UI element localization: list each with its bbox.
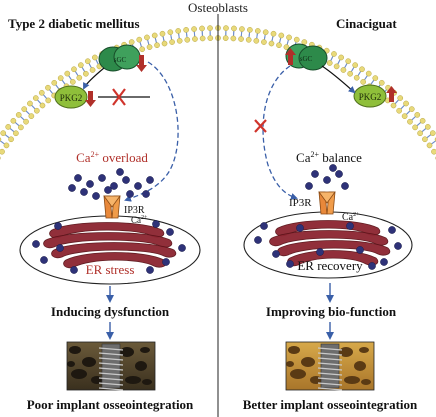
right-pkg2-up-arrow (386, 86, 397, 102)
left-ca-small: Ca2+ (131, 215, 148, 225)
calcium-ion (296, 224, 304, 232)
calcium-ion (56, 244, 64, 252)
calcium-ion (54, 222, 62, 230)
left-outcome: Inducing dysfunction (51, 304, 170, 319)
calcium-ion (305, 182, 313, 190)
calcium-ion (380, 258, 388, 266)
calcium-ion (146, 176, 154, 184)
calcium-ion (260, 222, 268, 230)
left-er-label: ER stress (86, 262, 135, 277)
calcium-ion (92, 192, 100, 200)
right-ip3r-channel (318, 191, 336, 215)
right-ip3r-label: IP3R (289, 197, 312, 209)
right-panel: Cinaciguat sGC PKG2 Ca2+ balance (243, 16, 418, 412)
calcium-ion (116, 168, 124, 176)
right-ca-status: Ca2+ balance (296, 150, 362, 165)
calcium-ion (311, 170, 319, 178)
left-sgc-to-pkg-arrow (83, 67, 105, 90)
calcium-ion (68, 184, 76, 192)
calcium-ion (394, 242, 402, 250)
calcium-ion (178, 244, 186, 252)
er-fold (63, 252, 167, 269)
right-implant-caption: Better implant osseointegration (243, 397, 418, 412)
calcium-ion (146, 266, 154, 274)
right-heading: Cinaciguat (336, 16, 397, 31)
calcium-ion (134, 182, 142, 190)
calcium-ion (86, 180, 94, 188)
calcium-ion (323, 176, 331, 184)
calcium-ion (368, 262, 376, 270)
calcium-ion (152, 220, 160, 228)
calcium-ion (40, 256, 48, 264)
calcium-ion (329, 164, 337, 172)
calcium-ion (104, 186, 112, 194)
left-sgc-label: sGC (114, 56, 127, 64)
left-ca-status: Ca2+ overload (76, 150, 148, 165)
left-sgc-down-arrow (136, 55, 147, 72)
er-fold (51, 242, 177, 259)
calcium-ion (126, 190, 134, 198)
calcium-ion (122, 176, 130, 184)
left-sgc-receptor: sGC (98, 44, 141, 72)
left-er-folds (43, 222, 177, 269)
right-calcium-ions (254, 164, 402, 270)
left-implant-image (66, 341, 156, 391)
right-ca-small: Ca2+ (342, 212, 360, 223)
left-heading: Type 2 diabetic mellitus (8, 16, 140, 31)
calcium-ion (272, 250, 280, 258)
calcium-ion (335, 170, 343, 178)
calcium-ion (346, 222, 354, 230)
calcium-ion (110, 182, 118, 190)
right-sgc-label: sGC (300, 55, 313, 63)
diagram-title: Osteoblasts (188, 0, 248, 15)
calcium-ion (286, 260, 294, 268)
left-panel: Type 2 diabetic mellitus sGC PKG2 (8, 16, 201, 412)
left-implant-caption: Poor implant osseointegration (27, 397, 194, 412)
right-implant-image (285, 341, 375, 391)
right-inhibit-x-icon (254, 119, 267, 133)
calcium-ion (74, 174, 82, 182)
left-pkg2-label: PKG2 (60, 93, 83, 103)
right-sgc-to-pkg-arrow (321, 65, 356, 94)
right-pkg2: PKG2 (353, 84, 387, 108)
left-calcium-ions (32, 168, 186, 274)
right-er-folds (269, 220, 391, 267)
calcium-ion (356, 246, 364, 254)
calcium-ion (162, 258, 170, 266)
left-pkg2: PKG2 (54, 85, 88, 109)
calcium-ion (142, 190, 150, 198)
calcium-ion (254, 236, 262, 244)
right-sgc-receptor: sGC (285, 43, 328, 71)
right-outcome: Improving bio-function (266, 304, 397, 319)
left-pkg2-down-arrow (85, 91, 96, 107)
left-ip3r-channel (103, 195, 121, 219)
er-fold (277, 240, 391, 257)
left-ip3r-label: IP3R (124, 205, 145, 216)
right-dashed-signal-arrow (262, 65, 298, 200)
calcium-ion (316, 248, 324, 256)
calcium-ion (341, 182, 349, 190)
calcium-ion (388, 226, 396, 234)
calcium-ion (70, 266, 78, 274)
calcium-ion (80, 188, 88, 196)
right-er-label: ER recovery (297, 258, 363, 273)
calcium-ion (98, 174, 106, 182)
left-inhibit-x-icon (112, 88, 126, 106)
calcium-ion (166, 228, 174, 236)
right-pkg2-label: PKG2 (359, 92, 382, 102)
cell-membrane (0, 25, 436, 160)
right-sgc-up-arrow (285, 48, 296, 65)
calcium-ion (32, 240, 40, 248)
